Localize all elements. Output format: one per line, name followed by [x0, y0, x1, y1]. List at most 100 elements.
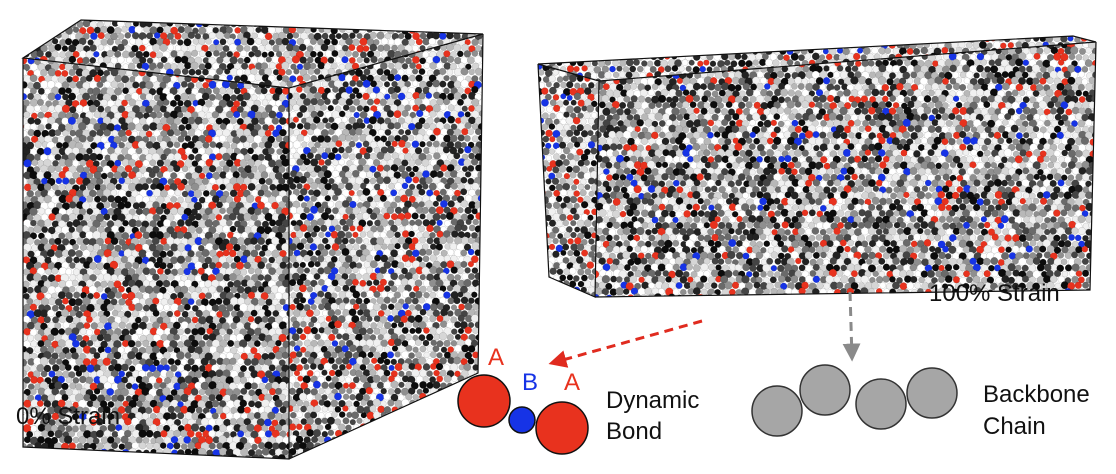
particle: [411, 44, 419, 52]
particle: [376, 284, 385, 293]
particle: [299, 93, 307, 100]
particle: [363, 152, 371, 160]
particle: [120, 196, 128, 204]
particle: [307, 453, 315, 459]
particle: [246, 243, 255, 252]
particle: [33, 299, 41, 306]
particle: [303, 158, 311, 166]
particle: [156, 171, 164, 179]
particle: [303, 135, 311, 143]
particle: [310, 303, 317, 311]
particle: [390, 380, 399, 389]
particle: [90, 311, 98, 318]
particle: [481, 224, 483, 232]
particle: [478, 352, 483, 360]
particle: [376, 381, 385, 389]
particle: [456, 50, 464, 58]
particle: [122, 63, 129, 70]
particle: [446, 177, 455, 186]
particle: [366, 207, 373, 215]
particle: [146, 189, 154, 197]
particle: [482, 68, 483, 75]
particle: [330, 255, 338, 263]
particle: [191, 268, 199, 276]
particle: [409, 111, 417, 119]
particle: [188, 153, 195, 161]
particle: [212, 20, 221, 22]
particle: [289, 135, 297, 143]
particle: [404, 309, 412, 317]
particle: [75, 310, 84, 319]
particle: [202, 68, 209, 76]
particle: [243, 45, 251, 52]
particle: [446, 405, 455, 414]
particle: [88, 285, 98, 294]
particle: [349, 248, 357, 256]
particle: [345, 400, 353, 408]
particle: [254, 268, 262, 276]
particle: [467, 248, 475, 256]
particle: [267, 243, 276, 252]
particle: [286, 321, 289, 330]
particle: [310, 316, 318, 324]
particle: [369, 346, 377, 353]
particle: [366, 315, 373, 323]
particle: [96, 177, 104, 186]
particle: [194, 358, 202, 366]
particle: [268, 364, 276, 372]
particle: [482, 285, 483, 293]
particle: [348, 237, 356, 245]
particle: [64, 20, 73, 23]
particle: [110, 80, 119, 89]
particle: [65, 291, 73, 300]
particle: [51, 38, 59, 45]
particle: [156, 267, 164, 275]
particle: [47, 154, 55, 162]
particle: [167, 44, 175, 51]
particle: [366, 290, 374, 298]
particle: [54, 165, 62, 173]
particle: [194, 56, 203, 65]
particle: [283, 20, 291, 22]
particle: [26, 286, 34, 294]
particle: [208, 165, 217, 173]
particle: [40, 274, 48, 282]
particle: [163, 351, 171, 359]
particle: [341, 32, 350, 41]
particle: [26, 141, 35, 150]
particle: [408, 159, 416, 167]
particle: [470, 436, 479, 444]
particle: [166, 141, 174, 148]
particle: [100, 340, 108, 349]
particle: [268, 292, 276, 300]
particle: [278, 31, 286, 40]
particle: [149, 268, 157, 276]
particle: [176, 255, 186, 264]
particle: [76, 237, 84, 245]
particle: [236, 142, 244, 150]
particle: [156, 195, 165, 204]
particle: [253, 134, 262, 144]
particle: [425, 20, 435, 29]
particle: [443, 98, 451, 106]
particle: [401, 63, 409, 70]
particle: [425, 92, 433, 99]
particle: [337, 278, 346, 287]
particle: [72, 171, 81, 180]
particle: [464, 122, 472, 130]
particle: [366, 158, 374, 166]
particle: [23, 249, 29, 258]
particle: [338, 411, 346, 418]
particle: [250, 285, 258, 293]
particle: [394, 362, 403, 372]
particle: [456, 436, 464, 444]
particle: [405, 393, 413, 401]
particle: [453, 43, 462, 52]
particle: [152, 201, 160, 209]
particle: [177, 182, 186, 191]
particle: [479, 255, 483, 262]
particle: [93, 254, 102, 264]
particle: [393, 85, 402, 94]
particle: [481, 442, 483, 450]
particle: [481, 428, 483, 437]
